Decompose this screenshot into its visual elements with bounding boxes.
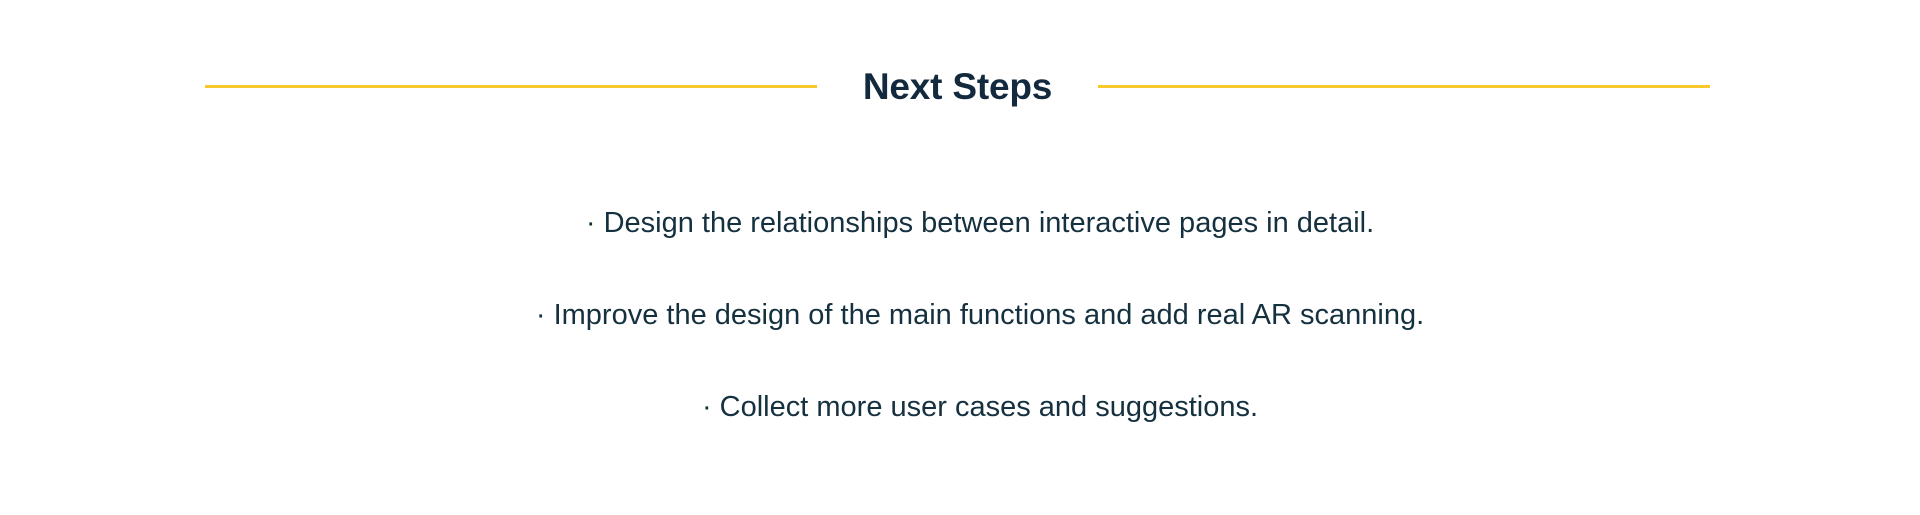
heading-rule-right-icon: [1098, 84, 1711, 88]
section-heading: Next Steps: [205, 60, 1711, 112]
page-title: Next Steps: [862, 65, 1053, 107]
heading-rule-left-icon: [205, 84, 817, 88]
list-item: · Design the relationships between inter…: [586, 205, 1374, 241]
bullet-marker-icon: ·: [585, 207, 596, 239]
list-item: · Improve the design of the main functio…: [536, 297, 1424, 333]
list-item-text: Design the relationships between interac…: [603, 207, 1375, 239]
next-steps-list: · Design the relationships between inter…: [0, 205, 1920, 425]
bullet-marker-icon: ·: [701, 391, 712, 423]
list-item: · Collect more user cases and suggestion…: [702, 389, 1258, 425]
list-item-text: Improve the design of the main functions…: [553, 299, 1425, 331]
list-item-text: Collect more user cases and suggestions.: [719, 391, 1259, 423]
bullet-marker-icon: ·: [535, 299, 546, 331]
